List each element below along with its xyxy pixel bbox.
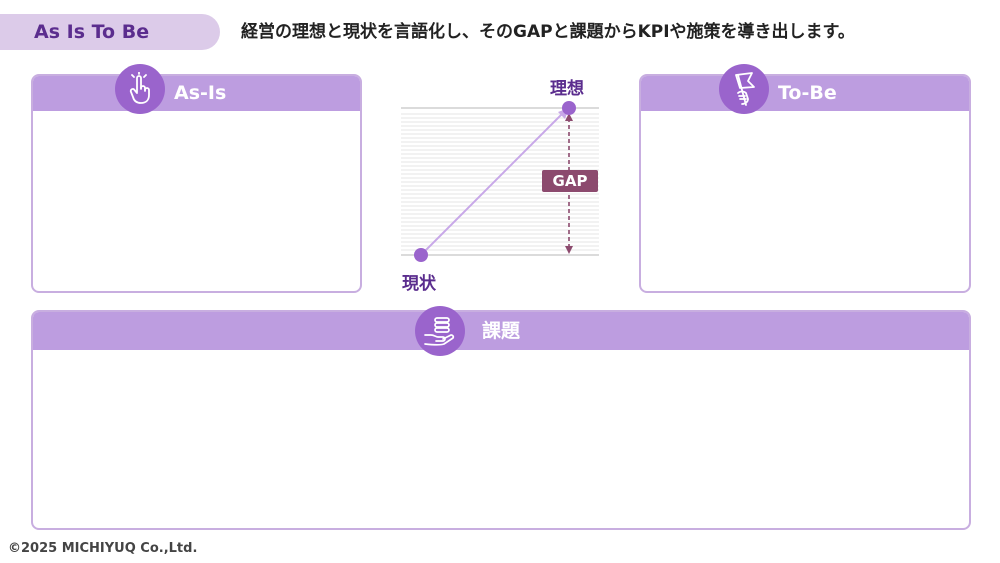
copyright: ©2025 MICHIYUQ Co.,Ltd.	[8, 541, 198, 556]
as-is-header: As-Is	[33, 76, 360, 111]
to-be-panel[interactable]: To-Be	[639, 74, 971, 293]
page-subtitle: 経営の理想と現状を言語化し、そのGAPと課題からKPIや施策を導き出します。	[241, 22, 855, 42]
to-be-content-area[interactable]	[641, 111, 969, 291]
pointing-hand-icon	[115, 64, 165, 114]
current-label: 現状	[402, 274, 436, 294]
issues-panel[interactable]: 課題	[31, 310, 971, 530]
page-title: As Is To Be	[34, 21, 150, 43]
issues-header: 課題	[33, 312, 969, 350]
gap-badge: GAP	[542, 170, 598, 192]
issues-content-area[interactable]	[33, 350, 969, 528]
flag-hand-icon	[719, 64, 769, 114]
issues-title: 課題	[482, 320, 521, 342]
hand-holding-coins-icon	[415, 306, 465, 356]
as-is-panel[interactable]: As-Is	[31, 74, 362, 293]
as-is-title: As-Is	[174, 82, 227, 104]
to-be-header: To-Be	[641, 76, 969, 111]
gap-diagram: 理想 現状 GAP	[392, 70, 612, 295]
to-be-title: To-Be	[778, 82, 837, 104]
as-is-content-area[interactable]	[33, 111, 360, 291]
ideal-label: 理想	[550, 79, 584, 99]
title-tab: As Is To Be	[0, 14, 220, 50]
